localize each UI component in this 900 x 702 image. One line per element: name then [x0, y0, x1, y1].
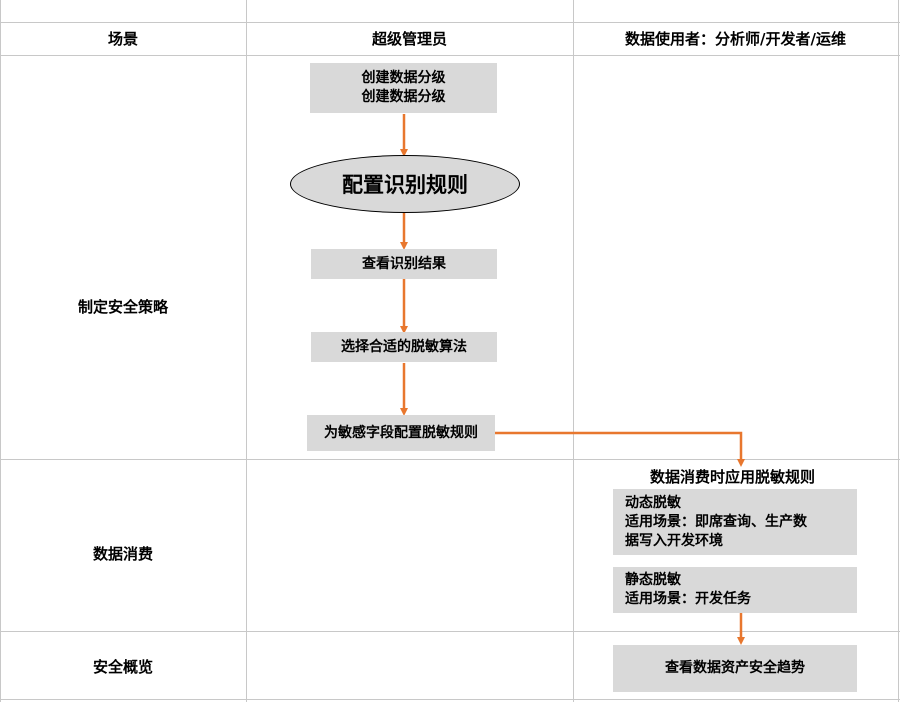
step-config-mask: 为敏感字段配置脱敏规则: [307, 415, 495, 451]
header-scene: 场景: [107, 30, 138, 48]
step-view-result-text: 查看识别结果: [362, 255, 446, 272]
grid-row1-bottom: [0, 459, 900, 460]
row-label-consume: 数据消费: [92, 545, 153, 563]
step-create-level: 创建数据分级 创建数据分级: [310, 63, 497, 113]
step-view-trend: 查看数据资产安全趋势: [613, 645, 857, 692]
step-static-mask: 静态脱敏 适用场景：开发任务: [613, 567, 857, 613]
grid-right: [898, 0, 899, 702]
step-view-result: 查看识别结果: [311, 249, 497, 279]
grid-row2-bottom: [0, 631, 900, 632]
step-config-rule: 配置识别规则: [290, 155, 520, 213]
step-choose-algo: 选择合适的脱敏算法: [311, 332, 497, 362]
arrow-5: [494, 431, 745, 467]
header-user: 数据使用者：分析师/开发者/运维: [625, 30, 846, 48]
step-config-rule-text: 配置识别规则: [342, 173, 468, 197]
grid-col1: [246, 0, 247, 702]
step-dynamic-mask-text: 动态脱敏 适用场景：即席查询、生产数 据写入开发环境: [625, 494, 807, 549]
grid-col2: [573, 0, 574, 702]
row-label-overview: 安全概览: [92, 658, 153, 676]
row-label-policy: 制定安全策略: [77, 298, 168, 316]
apply-mask-label: 数据消费时应用脱敏规则: [649, 468, 815, 486]
grid-header-bottom: [0, 55, 900, 56]
grid-left: [0, 0, 1, 702]
step-choose-algo-text: 选择合适的脱敏算法: [341, 338, 467, 355]
grid-bottom: [0, 699, 900, 700]
grid-top: [0, 22, 900, 23]
step-create-level-text: 创建数据分级 创建数据分级: [361, 70, 446, 105]
header-admin: 超级管理员: [371, 30, 447, 48]
step-config-mask-text: 为敏感字段配置脱敏规则: [324, 424, 478, 441]
step-view-trend-text: 查看数据资产安全趋势: [665, 660, 805, 676]
step-dynamic-mask: 动态脱敏 适用场景：即席查询、生产数 据写入开发环境: [613, 489, 857, 555]
step-static-mask-text: 静态脱敏 适用场景：开发任务: [625, 572, 751, 607]
